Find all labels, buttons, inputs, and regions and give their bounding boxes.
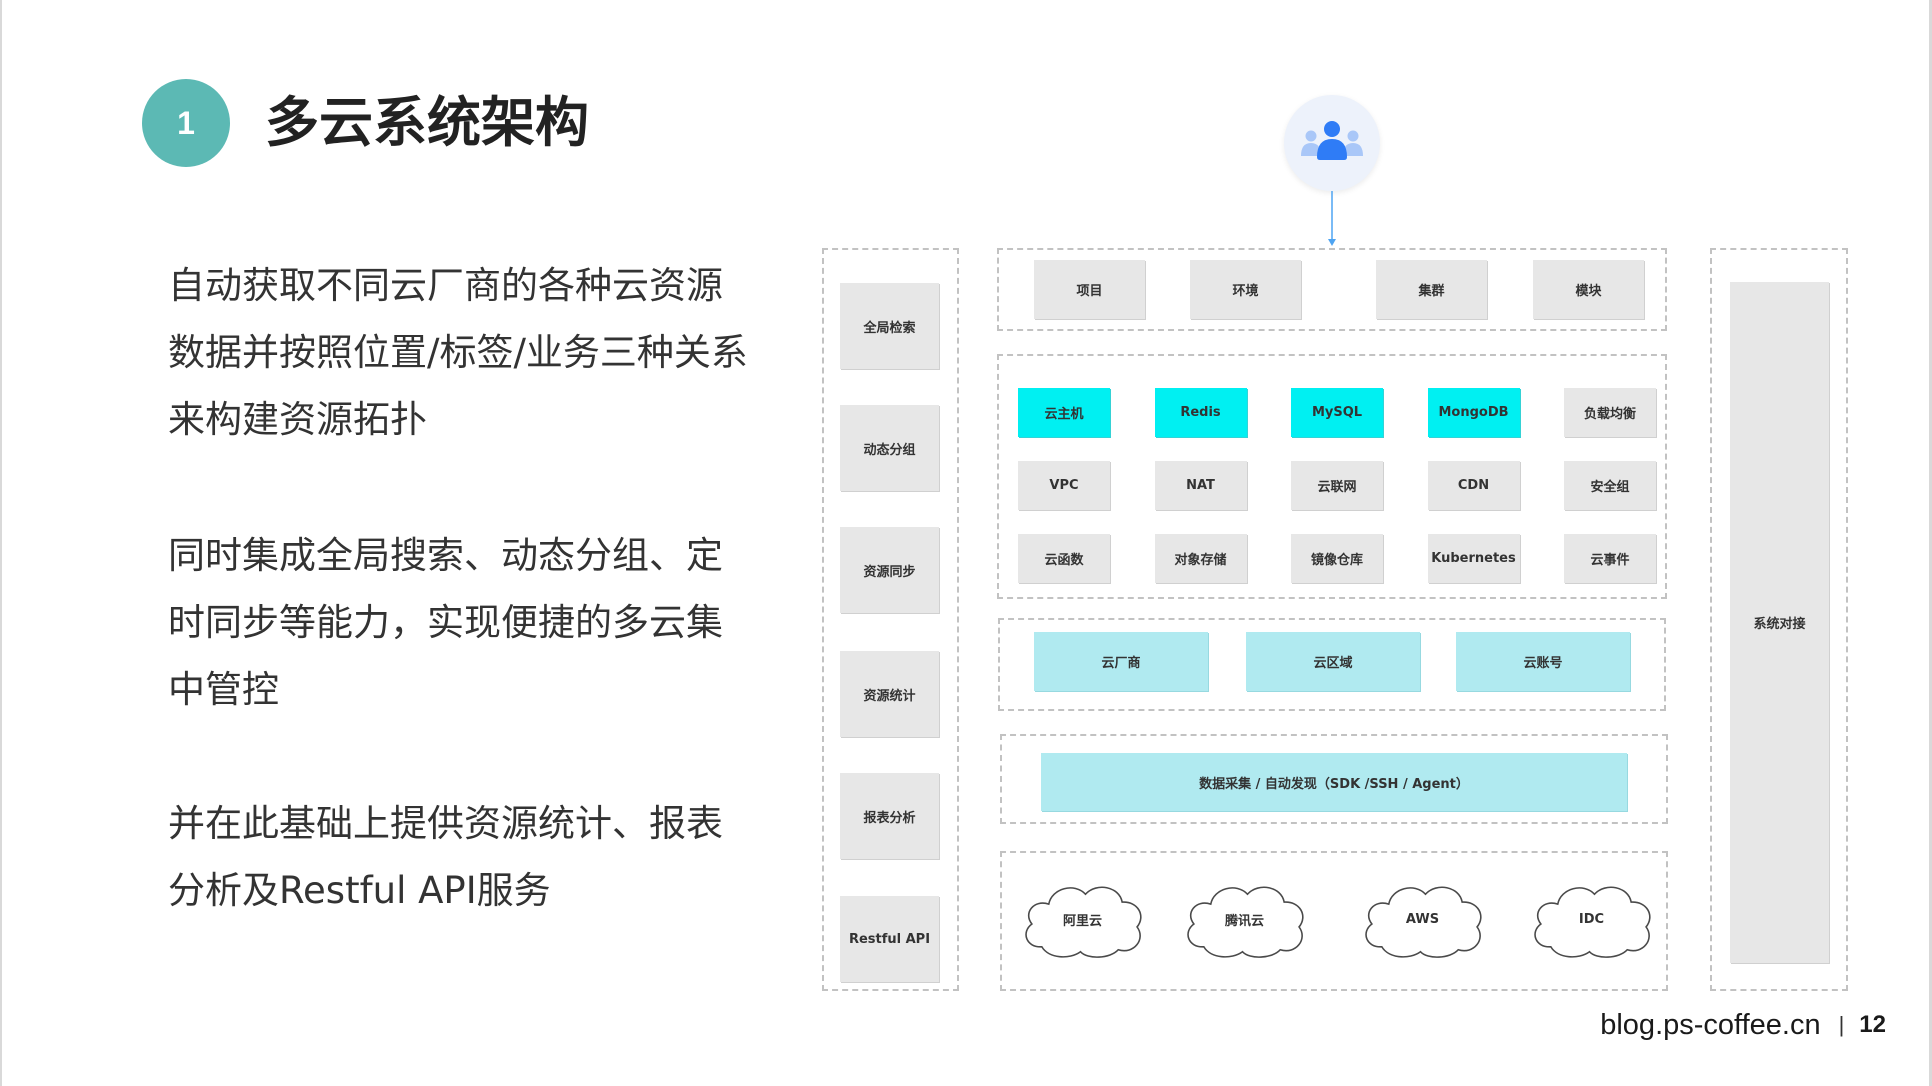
resource-object-storage: 对象存储 <box>1154 534 1247 583</box>
slide-title: 多云系统架构 <box>265 91 589 154</box>
provider-aliyun: 阿里云 <box>1018 877 1147 961</box>
cloud-icon <box>1025 886 1142 958</box>
right-integration-column: 系统对接 <box>1710 248 1848 991</box>
provider-layer: 阿里云 腾讯云 AWS IDC <box>1000 851 1668 991</box>
scope-environment: 环境 <box>1190 260 1301 319</box>
provider-tencent-cloud: 腾讯云 <box>1180 877 1309 961</box>
cloud-icon <box>1365 886 1482 958</box>
resource-redis: Redis <box>1154 388 1247 437</box>
cloud-icon <box>1187 886 1304 958</box>
user-avatar <box>1284 95 1380 191</box>
resource-security-group: 安全组 <box>1564 461 1656 510</box>
cloud-account: 云账号 <box>1456 632 1630 691</box>
provider-label: AWS <box>1405 911 1440 927</box>
provider-label: 阿里云 <box>1062 913 1102 929</box>
feature-resource-sync: 资源同步 <box>840 527 939 613</box>
resource-vpc: VPC <box>1018 461 1110 510</box>
scope-module: 模块 <box>1533 260 1644 319</box>
provider-aws: AWS <box>1358 877 1487 961</box>
resource-load-balancer: 负载均衡 <box>1564 388 1656 437</box>
left-feature-column: 全局检索 动态分组 资源同步 资源统计 报表分析 Restful API <box>822 248 959 991</box>
resource-cloud-host: 云主机 <box>1018 388 1110 437</box>
resource-mysql: MySQL <box>1291 388 1383 437</box>
resource-layer: 云主机 Redis MySQL MongoDB 负载均衡 VPC NAT 云联网… <box>997 354 1667 599</box>
arrow-down-icon <box>1328 191 1336 246</box>
paragraph-resource-topology: 自动获取不同云厂商的各种云资源 数据并按照位置/标签/业务三种关系 来构建资源拓… <box>168 252 748 453</box>
provider-label: 腾讯云 <box>1224 913 1264 929</box>
provider-label: IDC <box>1578 911 1605 927</box>
feature-restful-api: Restful API <box>840 896 939 982</box>
resource-cloud-function: 云函数 <box>1018 534 1110 583</box>
resource-cloud-event: 云事件 <box>1564 534 1656 583</box>
paragraph-services: 并在此基础上提供资源统计、报表 分析及Restful API服务 <box>168 790 723 924</box>
resource-cloud-network: 云联网 <box>1291 461 1383 510</box>
paragraph-line: 分析及Restful API服务 <box>168 869 551 912</box>
paragraph-line: 数据并按照位置/标签/业务三种关系 <box>168 331 748 374</box>
slide-footer: blog.ps-coffee.cn | 12 <box>1600 1007 1886 1043</box>
resource-nat: NAT <box>1154 461 1247 510</box>
paragraph-line: 来构建资源拓扑 <box>168 398 427 441</box>
resource-cdn: CDN <box>1427 461 1520 510</box>
scope-cluster: 集群 <box>1376 260 1487 319</box>
page-number: 12 <box>1859 1011 1886 1038</box>
cloud-scope-layer: 云厂商 云区域 云账号 <box>998 618 1666 711</box>
footer-separator: | <box>1838 1012 1845 1037</box>
users-icon <box>1301 121 1363 160</box>
paragraph-line: 中管控 <box>168 668 279 711</box>
feature-report-analysis: 报表分析 <box>840 773 939 859</box>
resource-mongodb: MongoDB <box>1427 388 1520 437</box>
paragraph-line: 并在此基础上提供资源统计、报表 <box>168 802 723 845</box>
scope-project: 项目 <box>1034 260 1145 319</box>
footer-site: blog.ps-coffee.cn <box>1600 1008 1821 1041</box>
provider-idc: IDC <box>1527 877 1656 961</box>
resource-image-registry: 镜像仓库 <box>1291 534 1383 583</box>
feature-resource-stats: 资源统计 <box>840 651 939 737</box>
cloud-region: 云区域 <box>1246 632 1420 691</box>
feature-global-search: 全局检索 <box>840 283 939 369</box>
cloud-icon <box>1534 886 1651 958</box>
section-number: 1 <box>177 104 195 141</box>
system-integration-box: 系统对接 <box>1730 282 1829 963</box>
resource-kubernetes: Kubernetes <box>1427 534 1520 583</box>
resource-grid: 云主机 Redis MySQL MongoDB 负载均衡 VPC NAT 云联网… <box>1018 388 1656 583</box>
feature-dynamic-grouping: 动态分组 <box>840 405 939 491</box>
paragraph-line: 时同步等能力，实现便捷的多云集 <box>168 601 723 644</box>
collection-layer: 数据采集 / 自动发现（SDK /SSH / Agent） <box>1000 734 1668 824</box>
paragraph-capabilities: 同时集成全局搜索、动态分组、定 时同步等能力，实现便捷的多云集 中管控 <box>168 522 723 723</box>
paragraph-line: 同时集成全局搜索、动态分组、定 <box>168 534 723 577</box>
data-collection-box: 数据采集 / 自动发现（SDK /SSH / Agent） <box>1041 753 1627 811</box>
paragraph-line: 自动获取不同云厂商的各种云资源 <box>168 264 723 307</box>
top-scope-layer: 项目 环境 集群 模块 <box>997 248 1667 331</box>
section-number-badge: 1 <box>142 79 230 167</box>
cloud-vendor: 云厂商 <box>1034 632 1208 691</box>
